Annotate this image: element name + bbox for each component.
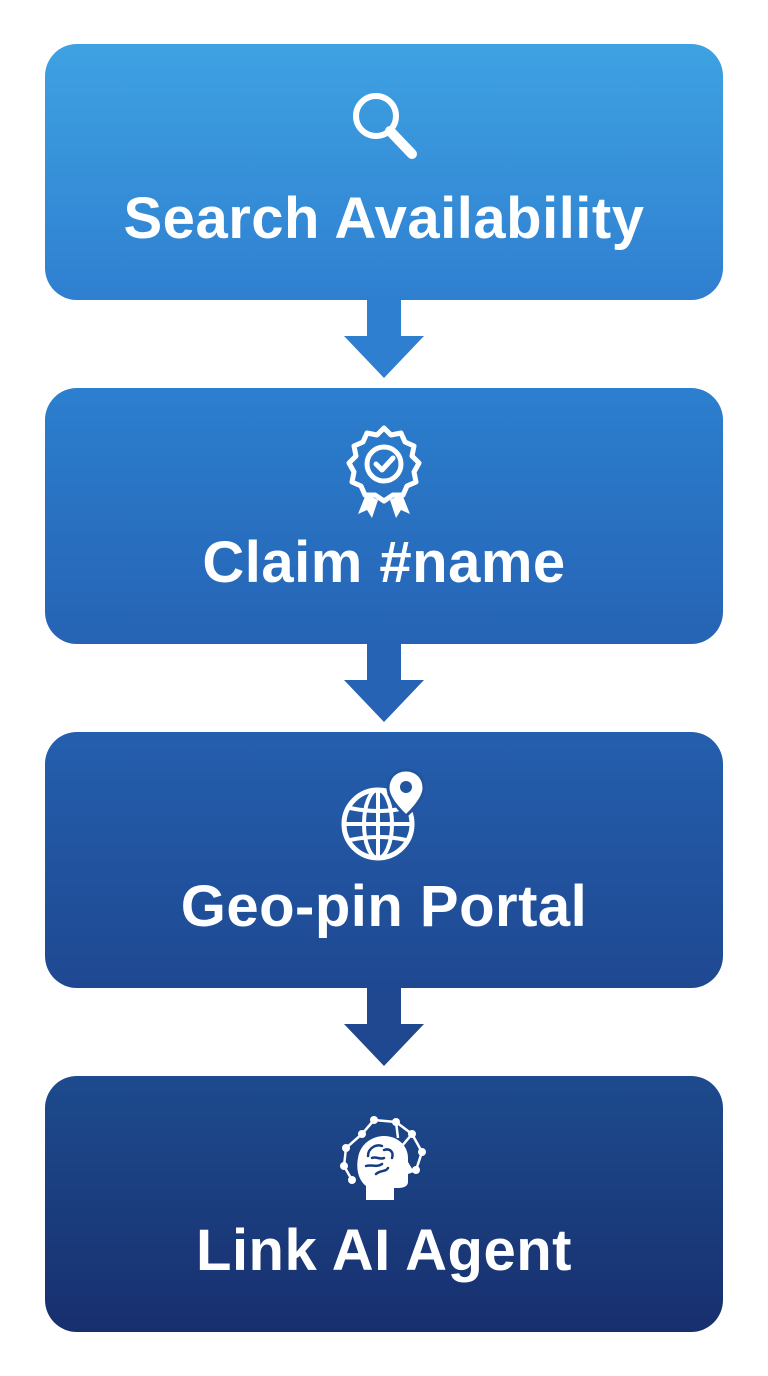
- arrow-down-icon: [344, 642, 424, 730]
- step-claim-name: Claim #name: [45, 388, 723, 644]
- arrow-down-icon: [344, 298, 424, 386]
- step-link-ai-agent: Link AI Agent: [45, 1076, 723, 1332]
- globe-pin-icon: [336, 768, 432, 864]
- step-label: Claim #name: [202, 530, 566, 595]
- step-geo-pin-portal: Geo-pin Portal: [45, 732, 723, 988]
- ai-head-network-icon: [336, 1112, 432, 1208]
- step-search-availability: Search Availability: [45, 44, 723, 300]
- step-label: Search Availability: [123, 186, 645, 251]
- step-label: Link AI Agent: [196, 1218, 572, 1283]
- badge-check-icon: [336, 424, 432, 520]
- arrow-down-icon: [344, 986, 424, 1074]
- search-icon: [336, 80, 432, 176]
- step-label: Geo-pin Portal: [180, 874, 588, 939]
